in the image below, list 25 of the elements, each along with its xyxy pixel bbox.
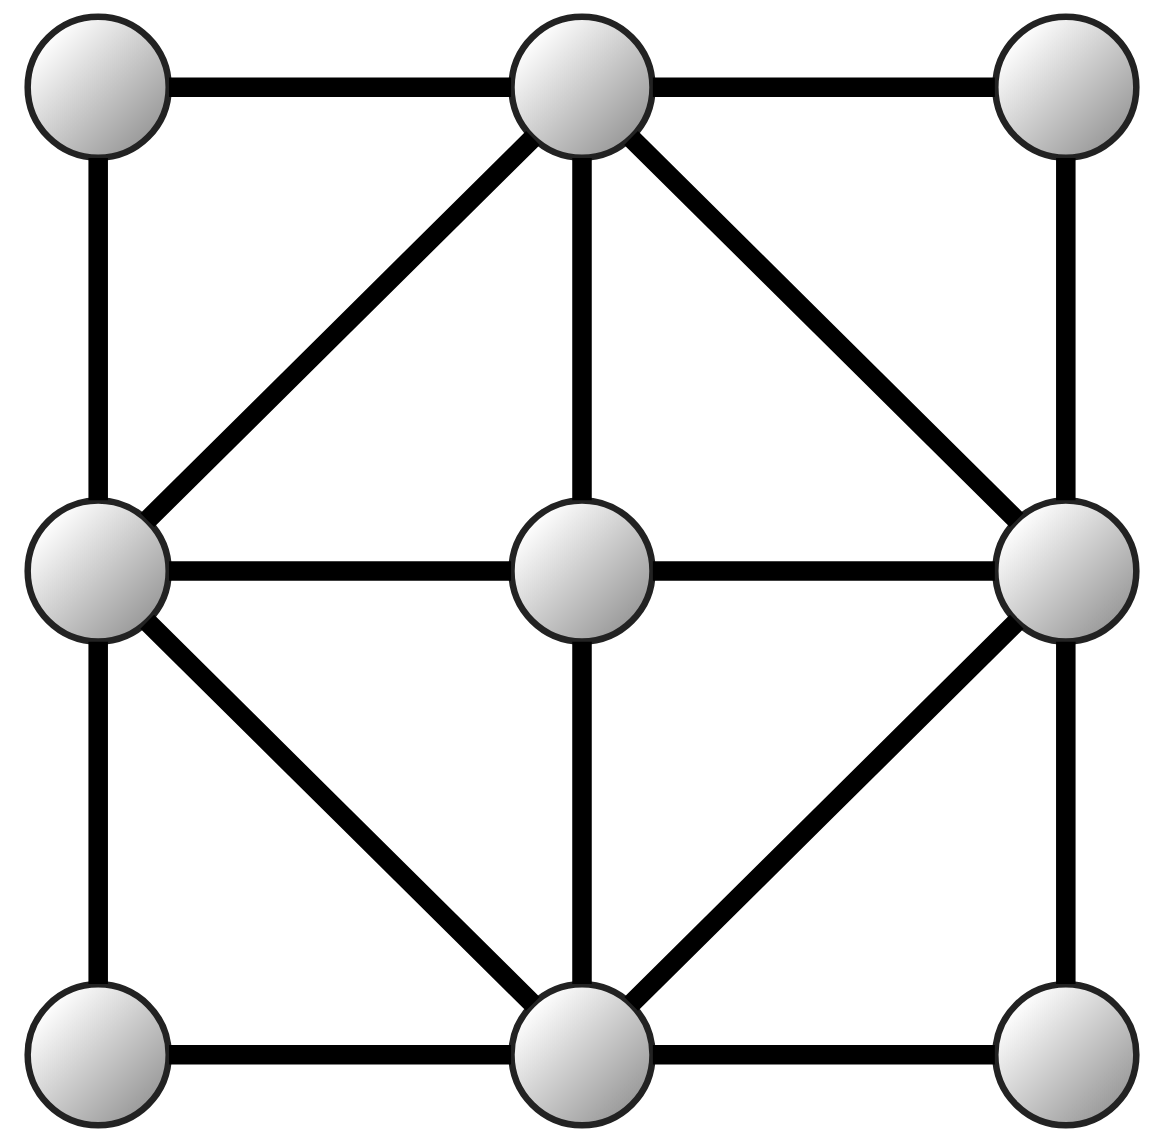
connector <box>1055 641 1076 985</box>
connector <box>139 614 540 1011</box>
connector <box>652 561 995 581</box>
connector <box>623 614 1024 1011</box>
node-circle <box>991 981 1140 1129</box>
connector <box>168 561 511 581</box>
node-circle <box>991 13 1140 161</box>
node-circle <box>23 497 172 645</box>
node-circle <box>507 981 656 1129</box>
node-circle <box>23 13 172 161</box>
connector <box>623 131 1023 527</box>
connector <box>652 77 995 97</box>
node-circle <box>507 497 656 645</box>
connector <box>168 1045 511 1065</box>
node-circle <box>991 497 1140 645</box>
connector <box>140 131 540 527</box>
connector <box>87 158 108 501</box>
connector <box>652 1045 995 1065</box>
connector <box>1055 158 1076 501</box>
connector <box>87 641 108 985</box>
node-circle <box>23 981 172 1129</box>
connector <box>571 641 592 985</box>
connector <box>571 158 592 501</box>
connector <box>168 77 511 97</box>
node-circle <box>507 13 656 161</box>
